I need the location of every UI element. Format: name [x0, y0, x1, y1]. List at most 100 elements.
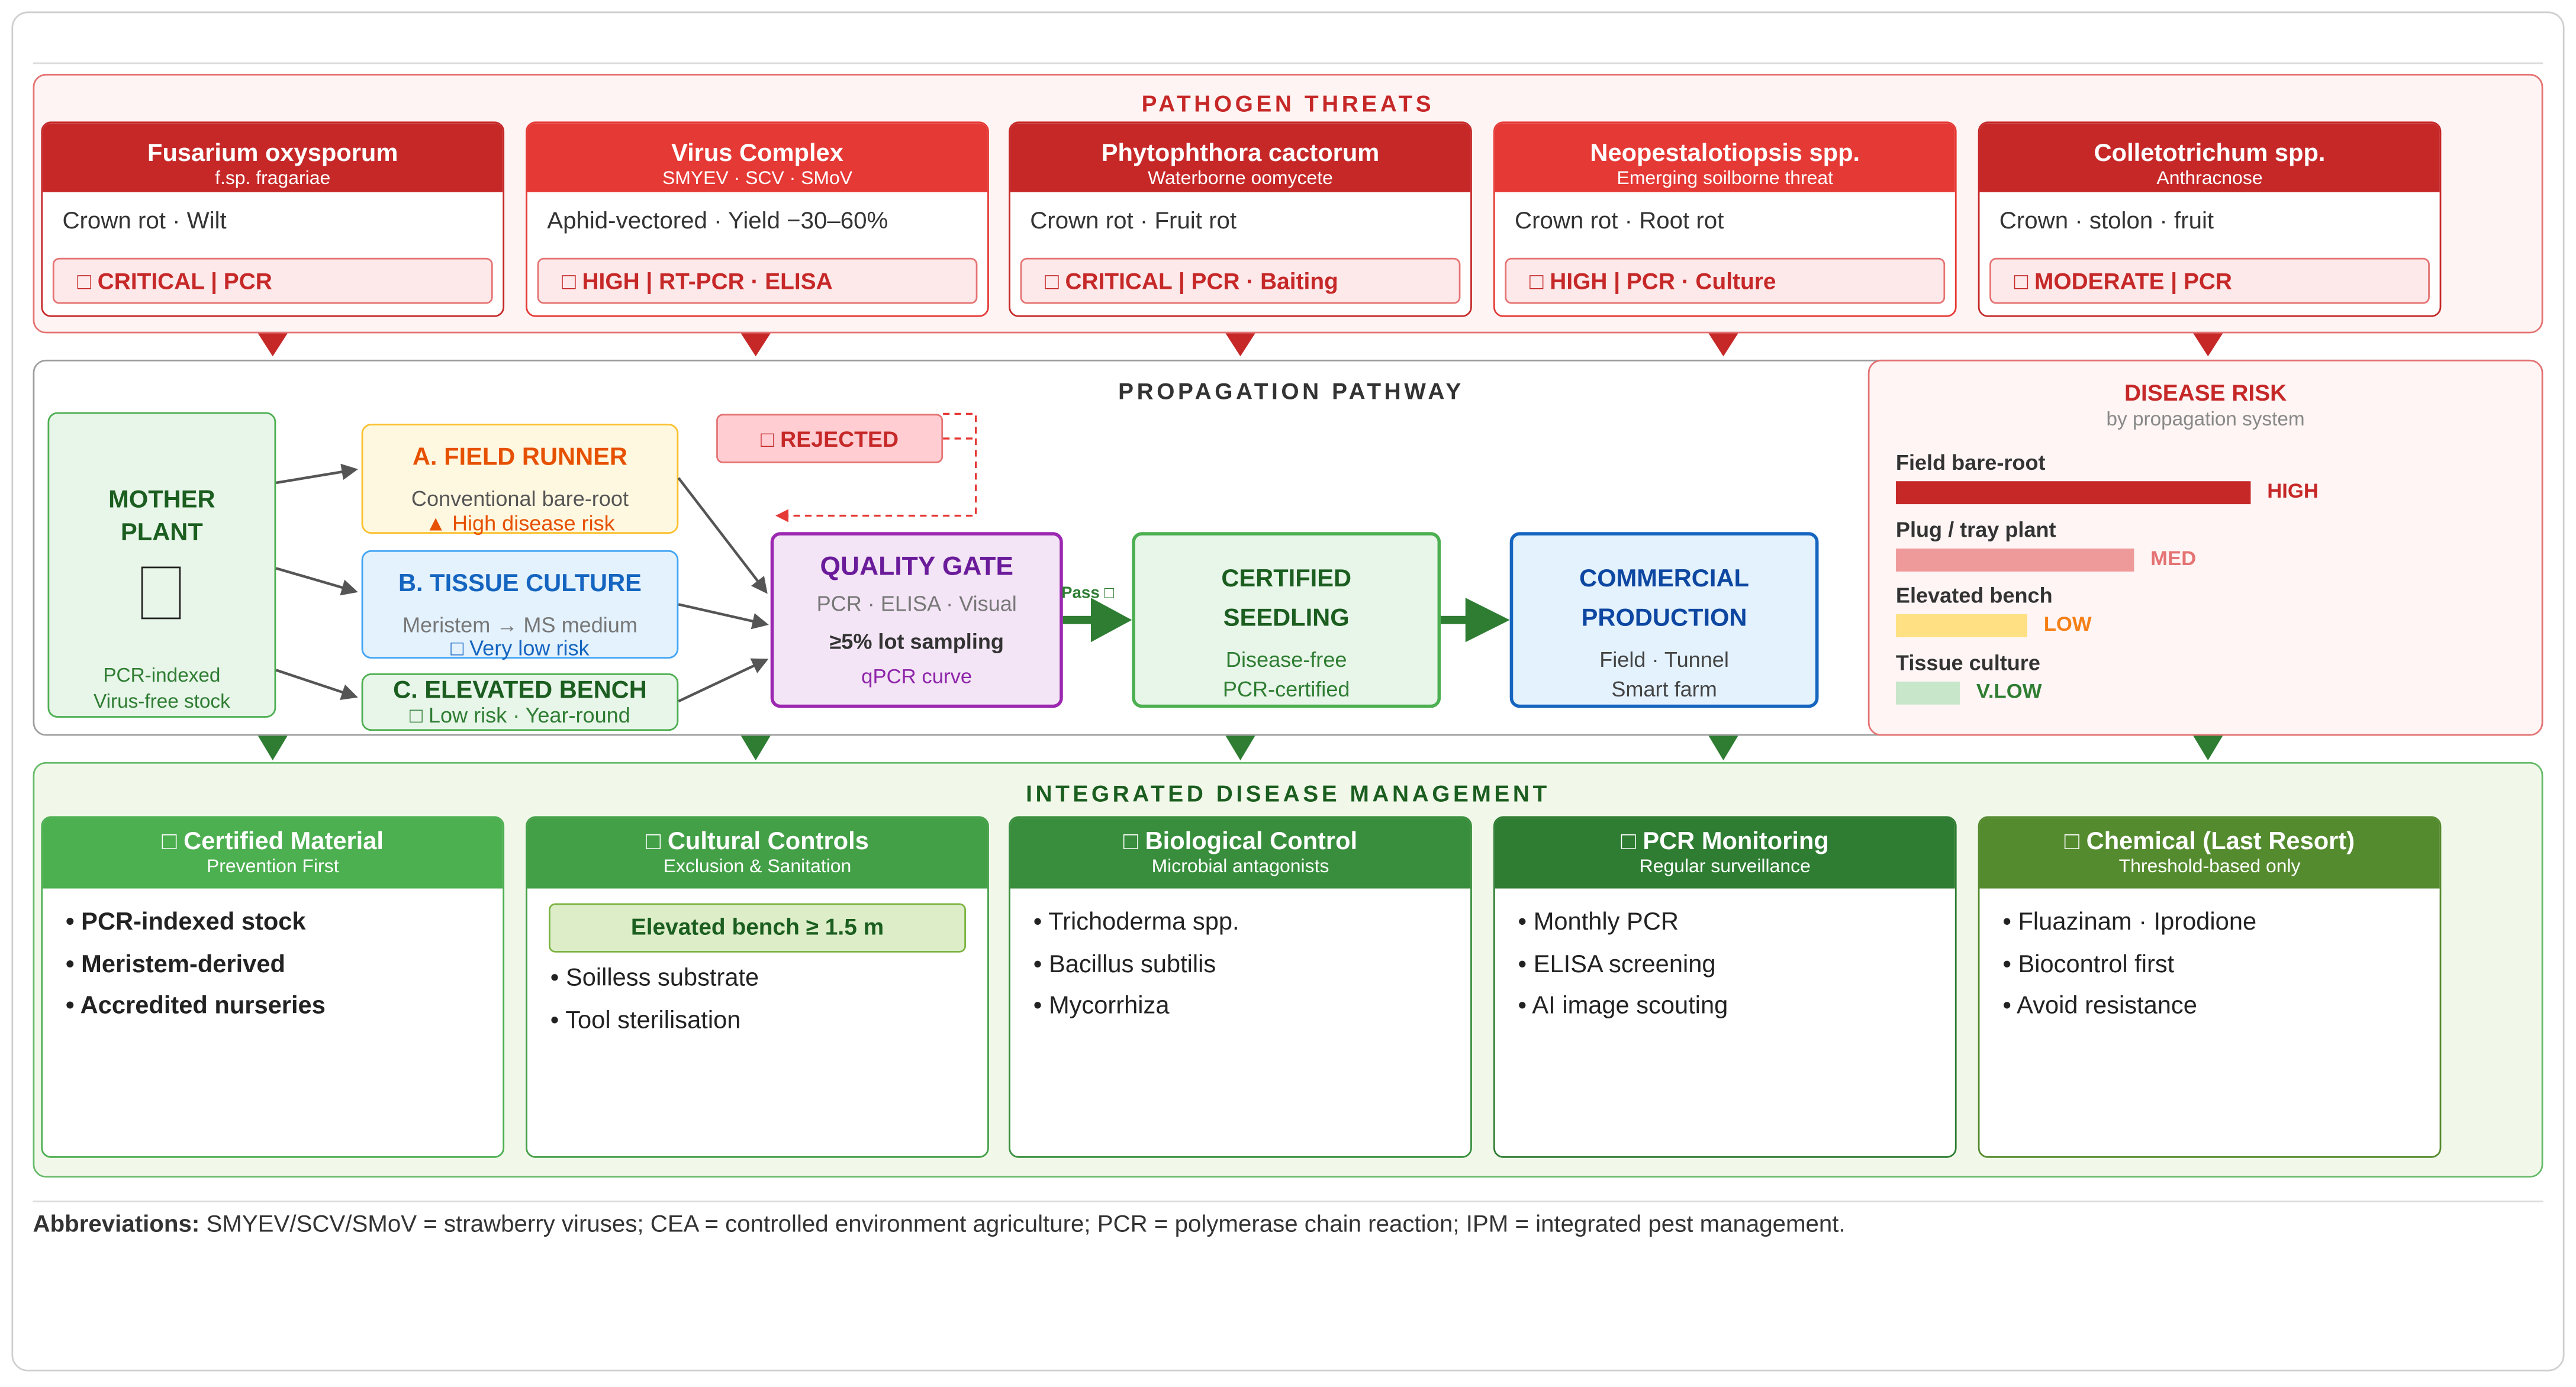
idm-list-item: • Mycorrhiza	[1033, 992, 1170, 1020]
idm-list-item: • Avoid resistance	[2002, 992, 2197, 1020]
threat-card: Fusarium oxysporum f.sp. fragariae Crown…	[41, 121, 505, 317]
idm-card-subtitle: Regular surveillance	[1639, 857, 1811, 878]
idm-list-item: • Monthly PCR	[1518, 908, 1679, 937]
certified-title-1: CERTIFIED	[1221, 565, 1352, 593]
idm-card-subtitle: Microbial antagonists	[1151, 857, 1329, 878]
idm-title: INTEGRATED DISEASE MANAGEMENT	[1026, 780, 1550, 807]
threat-subtitle: Waterborne oomycete	[1148, 169, 1333, 189]
idm-list-item-text: Bacillus subtilis	[1048, 950, 1216, 978]
footer-divider	[33, 1200, 2543, 1202]
disease-risk-panel: DISEASE RISK by propagation system Field…	[1867, 359, 2543, 736]
idm-list-item-text: AI image scouting	[1532, 992, 1728, 1020]
idm-card-header: □ Certified Material Prevention First	[43, 818, 503, 889]
threat-subtitle: Emerging soilborne threat	[1617, 169, 1834, 189]
idm-list-item: • Bacillus subtilis	[1033, 950, 1216, 978]
risk-bar	[1895, 481, 2251, 505]
pathogen-threats-title: PATHOGEN THREATS	[1141, 90, 1435, 117]
threat-name: Phytophthora cactorum	[1101, 139, 1380, 168]
threat-description: Aphid-vectored · Yield −30–60%	[547, 208, 888, 235]
field-runner-risk: ▲ High disease risk	[425, 511, 615, 536]
idm-card-title: □ PCR Monitoring	[1621, 827, 1829, 856]
risk-level-label: V.LOW	[1976, 679, 2042, 702]
idm-card-header: □ Cultural Controls Exclusion & Sanitati…	[527, 818, 988, 889]
risk-level-label: HIGH	[2267, 479, 2319, 503]
threat-severity-badge: □ CRITICAL | PCR	[52, 257, 493, 304]
elevated-bench-risk: □ Low risk · Year-round	[410, 702, 630, 728]
threat-subtitle: SMYEV · SCV · SMoV	[662, 169, 853, 189]
idm-card: □ Chemical (Last Resort) Threshold-based…	[1978, 816, 2442, 1158]
tissue-culture-box: B. TISSUE CULTURE Meristem → MS medium □…	[361, 550, 679, 660]
idm-list-item: • Soilless substrate	[550, 964, 759, 992]
threat-subtitle: Anthracnose	[2156, 169, 2263, 189]
commercial-production-box: COMMERCIAL PRODUCTION Field · Tunnel Sma…	[1509, 532, 1819, 708]
tissue-culture-title: B. TISSUE CULTURE	[398, 570, 642, 598]
idm-card-title: □ Certified Material	[162, 827, 384, 856]
idm-card-header: □ Biological Control Microbial antagonis…	[1010, 818, 1471, 889]
threat-subtitle: f.sp. fragariae	[215, 169, 331, 189]
threat-card: Colletotrichum spp. Anthracnose Crown · …	[1978, 121, 2442, 317]
quality-gate-line-2: ≥5% lot sampling	[829, 629, 1004, 654]
idm-card: □ PCR Monitoring Regular surveillance • …	[1493, 816, 1957, 1158]
threat-card-header: Colletotrichum spp. Anthracnose	[1979, 123, 2440, 192]
idm-list-item-text: PCR-indexed stock	[81, 908, 306, 937]
idm-list-item-text: Avoid resistance	[2017, 992, 2197, 1020]
certified-title-2: SEEDLING	[1223, 604, 1350, 633]
threat-severity-badge: □ HIGH | RT-PCR · ELISA	[537, 257, 978, 304]
quality-gate-line-3: qPCR curve	[861, 665, 973, 688]
idm-list-item-text: Trichoderma spp.	[1048, 908, 1239, 937]
idm-list-item-text: Accredited nurseries	[80, 992, 326, 1020]
mother-plant-title-2: PLANT	[120, 519, 203, 547]
top-divider	[33, 62, 2543, 64]
threat-card: Neopestalotiopsis spp. Emerging soilborn…	[1493, 121, 1957, 317]
commercial-title-1: COMMERCIAL	[1579, 565, 1749, 593]
disease-risk-title: DISEASE RISK	[2124, 379, 2287, 406]
field-runner-box: A. FIELD RUNNER Conventional bare-root ▲…	[361, 424, 679, 536]
quality-gate-line-1: PCR · ELISA · Visual	[816, 591, 1017, 616]
idm-list-item-text: Biocontrol first	[2018, 950, 2175, 978]
threat-card: Virus Complex SMYEV · SCV · SMoV Aphid-v…	[526, 121, 989, 317]
field-runner-title: A. FIELD RUNNER	[412, 443, 628, 472]
propagation-pathway-title: PROPAGATION PATHWAY	[1118, 378, 1464, 404]
mother-plant-box: MOTHER PLANT PCR-indexed Virus-free stoc…	[47, 412, 276, 718]
threat-name: Neopestalotiopsis spp.	[1590, 139, 1860, 168]
mother-plant-title-1: MOTHER	[108, 486, 215, 514]
idm-list-item-text: Monthly PCR	[1533, 908, 1679, 937]
risk-bar	[1895, 614, 2027, 637]
threat-card-header: Neopestalotiopsis spp. Emerging soilborn…	[1495, 123, 1955, 192]
tissue-culture-line-1: Meristem → MS medium	[402, 612, 637, 637]
threat-severity-badge: □ HIGH | PCR · Culture	[1505, 257, 1946, 304]
mother-plant-sub-2: Virus-free stock	[93, 689, 230, 713]
tissue-culture-risk: □ Very low risk	[450, 636, 590, 660]
idm-card-header: □ PCR Monitoring Regular surveillance	[1495, 818, 1955, 889]
risk-level-label: LOW	[2043, 612, 2092, 636]
threat-description: Crown rot · Root rot	[1515, 208, 1724, 235]
quality-gate-title: QUALITY GATE	[820, 553, 1013, 582]
idm-list-item: • Trichoderma spp.	[1033, 908, 1239, 937]
quality-gate-box: QUALITY GATE PCR · ELISA · Visual ≥5% lo…	[770, 532, 1063, 708]
threat-name: Colletotrichum spp.	[2094, 139, 2326, 168]
idm-list-item: • PCR-indexed stock	[66, 908, 306, 937]
idm-list-item-text: Meristem-derived	[81, 950, 285, 978]
threat-card-header: Phytophthora cactorum Waterborne oomycet…	[1010, 123, 1471, 192]
threat-description: Crown rot · Fruit rot	[1030, 208, 1237, 235]
certified-line-2: PCR-certified	[1222, 676, 1350, 702]
threat-card-header: Fusarium oxysporum f.sp. fragariae	[43, 123, 503, 192]
idm-list-item-text: Fluazinam · Iprodione	[2018, 908, 2257, 937]
idm-list-item: • Accredited nurseries	[66, 992, 326, 1020]
idm-card-title: □ Biological Control	[1123, 827, 1358, 856]
abbreviations-label: Abbreviations:	[33, 1212, 200, 1238]
idm-list-item: • Fluazinam · Iprodione	[2002, 908, 2257, 937]
idm-card: □ Cultural Controls Exclusion & Sanitati…	[526, 816, 989, 1158]
commercial-line-2: Smart farm	[1611, 676, 1717, 702]
elevated-bench-title: C. ELEVATED BENCH	[393, 676, 647, 705]
risk-system-name: Tissue culture	[1895, 649, 2040, 675]
threat-description: Crown rot · Wilt	[62, 208, 227, 235]
elevated-bench-box: C. ELEVATED BENCH □ Low risk · Year-roun…	[361, 673, 679, 731]
idm-card: □ Certified Material Prevention First • …	[41, 816, 505, 1158]
threat-severity-badge: □ MODERATE | PCR	[1989, 257, 2430, 304]
idm-card-subtitle: Threshold-based only	[2118, 857, 2301, 878]
idm-card: □ Biological Control Microbial antagonis…	[1009, 816, 1472, 1158]
idm-list-item: • Meristem-derived	[66, 950, 285, 978]
plant-icon	[141, 566, 181, 620]
